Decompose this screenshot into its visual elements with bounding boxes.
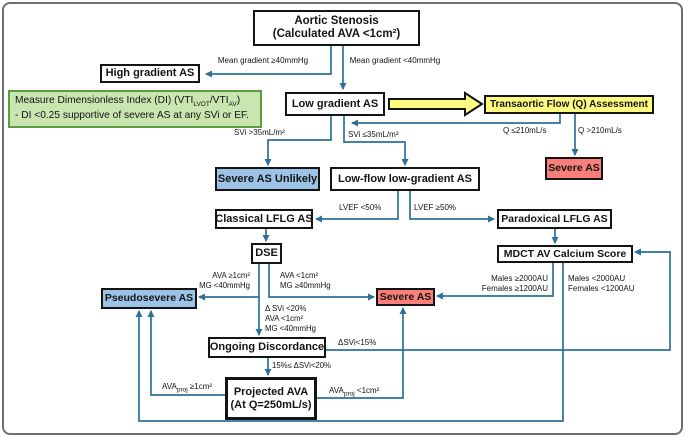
label-ava-proj-ge: AVAproj ≥1cm² — [162, 382, 213, 394]
edge-projava-to-severe — [317, 307, 407, 399]
label-dse-to-pseudosevere: AVA ≥1cm² MG <40mmHg — [199, 271, 250, 291]
node-dse-label: DSE — [255, 247, 278, 260]
node-projected-ava-line2: (At Q=250mL/s) — [230, 398, 312, 411]
node-high-gradient-as-label: High gradient AS — [105, 67, 195, 80]
node-severe-as-top-label: Severe AS — [548, 162, 600, 175]
node-transaortic-flow-label: Transaortic Flow (Q) Assessment — [489, 98, 648, 110]
node-transaortic-flow: Transaortic Flow (Q) Assessment — [484, 95, 654, 114]
edge-svi-gt-to-unlikely — [264, 116, 332, 166]
label-dsvi-15-20: 15%≤ ΔSVi<20% — [272, 361, 331, 370]
label-mdct-to-severe: Males ≥2000AU Females ≥1200AU — [481, 274, 548, 294]
node-severe-as-unlikely-label: Severe AS Unlikely — [217, 172, 318, 185]
note-line1: Measure Dimensionless Index (DI) (VTILVO… — [15, 95, 241, 109]
node-mdct-label: MDCT AV Calcium Score — [503, 247, 627, 260]
flow-assessment-block-arrow — [388, 91, 484, 117]
node-severe-as-unlikely: Severe AS Unlikely — [215, 167, 320, 191]
node-classical-lflg-label: Classical LFLG AS — [215, 212, 313, 225]
node-ongoing-discordance-label: Ongoing Discordance — [209, 341, 325, 354]
node-projected-ava-line1: Projected AVA — [233, 385, 309, 398]
label-mean-gradient-ge: Mean gradient ≥40mmHg — [217, 56, 309, 65]
dimensionless-index-note: Measure Dimensionless Index (DI) (VTILVO… — [8, 90, 262, 128]
edge-svi-le-to-lflg — [343, 116, 409, 166]
node-paradoxical-lflg-as: Paradoxical LFLG AS — [497, 209, 612, 229]
note-line2: - DI <0.25 supportive of severe AS at an… — [15, 110, 249, 122]
label-dsvi-lt15: ΔSVi<15% — [338, 338, 377, 347]
edge-mdct-to-pseudosevere — [135, 263, 564, 422]
label-mdct-to-pseudosevere: Males <2000AU Females <1200AU — [568, 274, 635, 294]
node-pseudosevere-as: Pseudosevere AS — [101, 288, 197, 309]
node-pseudosevere-label: Pseudosevere AS — [104, 292, 194, 305]
edge-dse-to-severe — [268, 264, 375, 301]
edge-as-to-high-gradient — [205, 46, 332, 78]
node-high-gradient-as: High gradient AS — [100, 64, 200, 83]
node-severe-as-top: Severe AS — [545, 157, 603, 180]
node-severe-as-mid: Severe AS — [376, 288, 435, 306]
label-svi-le: SVi ≤35mL/m² — [348, 130, 399, 139]
node-severe-as-mid-label: Severe AS — [379, 290, 432, 303]
edge-discordance-to-mdct — [326, 248, 671, 351]
node-aortic-stenosis-line1: Aortic Stenosis — [294, 14, 379, 27]
edge-lvef-lt-to-classical — [315, 191, 399, 223]
node-classical-lflg-as: Classical LFLG AS — [215, 209, 313, 229]
node-ongoing-discordance: Ongoing Discordance — [208, 337, 326, 358]
node-low-flow-low-gradient-label: Low-flow low-gradient AS — [337, 172, 473, 185]
edge-lvef-ge-to-paradoxical — [409, 191, 495, 223]
node-mdct-calcium-score: MDCT AV Calcium Score — [497, 245, 633, 263]
node-aortic-stenosis-line2: (Calculated AVA <1cm²) — [272, 28, 401, 40]
label-svi-gt: SVi >35mL/m² — [234, 128, 285, 137]
label-q-gt: Q >210mL/s — [578, 126, 622, 135]
label-lvef-ge: LVEF ≥50% — [414, 203, 457, 212]
node-low-flow-low-gradient-as: Low-flow low-gradient AS — [330, 167, 480, 191]
edge-mdct-to-severe — [436, 263, 554, 300]
node-paradoxical-lflg-label: Paradoxical LFLG AS — [501, 212, 608, 225]
label-mean-gradient-lt: Mean gradient <40mmHg — [349, 56, 441, 65]
node-aortic-stenosis: Aortic Stenosis (Calculated AVA <1cm²) — [253, 10, 420, 46]
node-low-gradient-as: Low gradient AS — [285, 92, 385, 116]
label-dse-to-discordance: Δ SVi <20% AVA <1cm² MG <40mmHg — [265, 304, 316, 334]
edge-q-le-return — [351, 114, 561, 127]
label-q-le: Q ≤210mL/s — [503, 126, 547, 135]
label-dse-to-severe: AVA <1cm² MG ≥40mmHg — [280, 271, 331, 291]
edge-projava-to-pseudosevere — [147, 310, 225, 396]
node-projected-ava: Projected AVA (At Q=250mL/s) — [225, 377, 317, 420]
node-low-gradient-as-label: Low gradient AS — [291, 97, 379, 110]
label-lvef-lt: LVEF <50% — [339, 203, 382, 212]
label-ava-proj-lt: AVAproj <1cm² — [329, 386, 380, 398]
node-dse: DSE — [251, 243, 282, 264]
